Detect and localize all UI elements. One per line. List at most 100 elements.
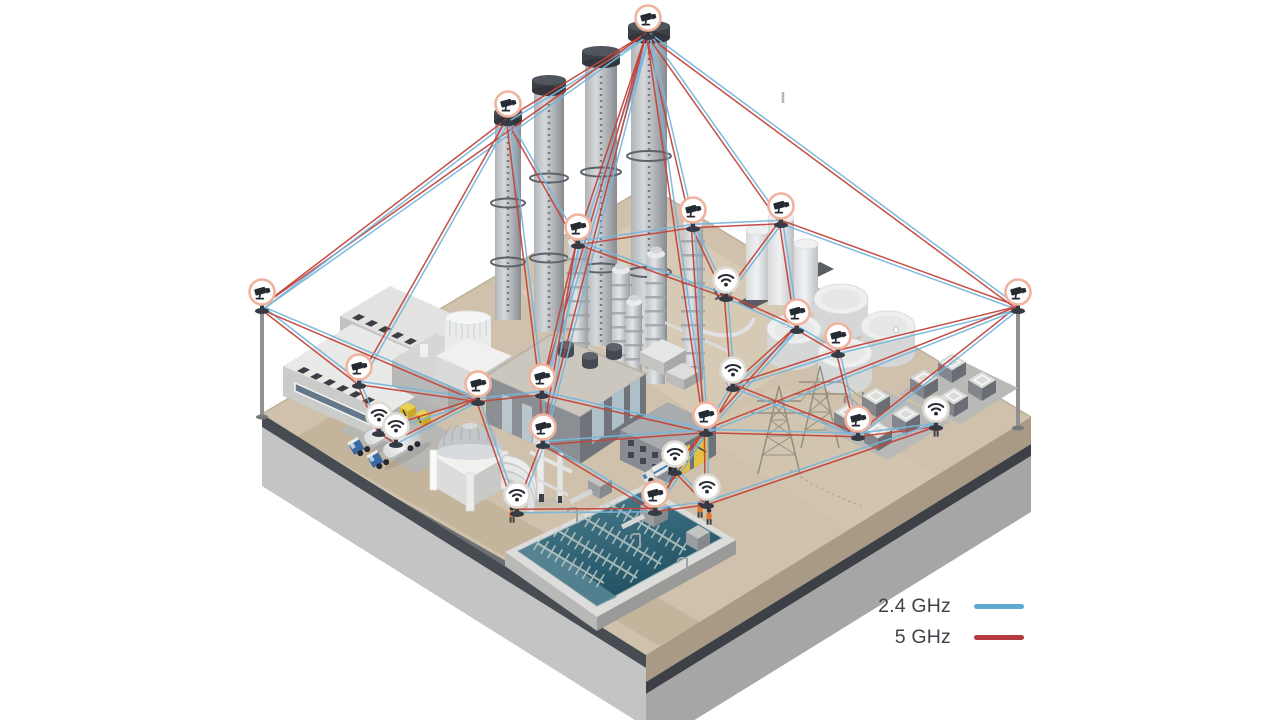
- link-5ghz: [577, 243, 726, 299]
- link-5ghz: [705, 431, 858, 438]
- link-24ghz: [517, 510, 656, 514]
- link-5ghz: [261, 308, 478, 403]
- link-24ghz: [733, 352, 839, 389]
- camera-node-chimney-4-top: [634, 4, 662, 40]
- legend-swatch-5ghz: [974, 634, 1024, 641]
- link-24ghz: [578, 240, 727, 296]
- mesh-links: [260, 31, 1020, 514]
- link-5ghz: [856, 306, 1018, 435]
- link-24ghz: [693, 225, 709, 431]
- link-24ghz: [648, 32, 784, 222]
- pylon: [751, 385, 807, 475]
- link-5ghz: [541, 443, 655, 513]
- link-24ghz: [733, 328, 799, 388]
- link-24ghz: [648, 32, 1020, 308]
- link-24ghz: [262, 120, 510, 310]
- camera-node-substation-roof: [692, 401, 720, 437]
- link-24ghz: [262, 305, 479, 400]
- legend-label-5ghz: 5 GHz: [894, 626, 951, 648]
- link-5ghz: [260, 118, 508, 308]
- storage-tank: [813, 283, 869, 340]
- smokestack-1: [490, 107, 526, 320]
- link-5ghz: [732, 349, 838, 386]
- wifi-node-utility-robot: [719, 356, 747, 392]
- link-24ghz: [577, 223, 693, 243]
- camera-node-right-mast: [1004, 278, 1032, 314]
- link-24ghz: [648, 33, 709, 431]
- legend-row-5ghz: 5 GHz: [895, 626, 1024, 649]
- wifi-node-crew-a: [693, 473, 721, 509]
- link-24ghz: [542, 34, 651, 394]
- storage-tank: [860, 310, 916, 367]
- link-5ghz: [781, 219, 1019, 308]
- link-24ghz: [543, 440, 657, 510]
- camera-node-process-tank: [767, 192, 795, 228]
- legend-swatch-24ghz: [974, 603, 1024, 610]
- link-24ghz: [654, 500, 707, 510]
- link-24ghz: [262, 306, 361, 383]
- link-24ghz: [706, 422, 936, 503]
- link-5ghz: [645, 34, 781, 224]
- camera-node-turbine-hall-roof: [528, 363, 556, 399]
- wifi-node-tanker-truck-b: [382, 412, 410, 448]
- link-5ghz: [693, 222, 782, 229]
- link-24ghz: [359, 380, 479, 400]
- link-5ghz: [795, 328, 838, 355]
- link-5ghz: [733, 383, 859, 435]
- camera-node-chimney-1-top: [494, 90, 522, 126]
- link-5ghz: [356, 118, 508, 383]
- camera-node-column-a: [564, 213, 592, 249]
- link-24ghz: [692, 219, 781, 226]
- link-5ghz: [575, 33, 648, 243]
- link-24ghz: [359, 120, 511, 385]
- link-5ghz: [690, 226, 706, 432]
- wifi-node-service-truck: [661, 440, 689, 476]
- link-5ghz: [506, 31, 648, 120]
- link-5ghz: [645, 34, 706, 432]
- aeration-grid: [533, 495, 690, 590]
- link-5ghz: [540, 242, 578, 443]
- link-24ghz: [508, 34, 650, 123]
- legend: 2.4 GHz 5 GHz: [878, 595, 1024, 649]
- legend-label-24ghz: 2.4 GHz: [878, 595, 951, 617]
- camera-node-basin-unit: [641, 480, 669, 516]
- link-5ghz: [260, 308, 359, 385]
- link-24ghz: [396, 400, 480, 445]
- water-basin: [505, 473, 736, 631]
- basin-equipment: [566, 473, 710, 572]
- link-24ghz: [508, 119, 545, 393]
- wifi-node-crew-b: [503, 481, 531, 517]
- camera-node-storage-tank-a: [783, 298, 811, 334]
- link-5ghz: [540, 33, 648, 443]
- camera-node-reactor-roof: [464, 370, 492, 406]
- rooftop-boxes: [640, 339, 700, 390]
- link-24ghz: [706, 308, 1019, 434]
- link-5ghz: [478, 393, 543, 403]
- legend-row-24ghz: 2.4 GHz: [878, 595, 1024, 618]
- worker: [706, 508, 712, 525]
- link-24ghz: [857, 422, 936, 435]
- camera-node-warehouse-roof: [345, 353, 373, 389]
- link-5ghz: [837, 305, 1018, 352]
- link-24ghz: [543, 243, 581, 444]
- link-5ghz: [655, 503, 708, 513]
- smokestack-2: [529, 75, 569, 332]
- wifi-node-forklift: [712, 266, 740, 302]
- link-24ghz: [732, 386, 858, 438]
- link-5ghz: [541, 393, 706, 434]
- link-24ghz: [477, 390, 542, 400]
- link-5ghz: [516, 507, 655, 511]
- link-5ghz: [705, 305, 1018, 431]
- link-24ghz: [542, 390, 707, 431]
- mesh-nodes: [248, 4, 1032, 517]
- link-24ghz: [724, 296, 797, 331]
- link-5ghz: [578, 226, 694, 246]
- link-5ghz: [543, 431, 707, 446]
- perimeter-masts: [256, 306, 1024, 431]
- link-24ghz: [262, 34, 650, 310]
- camera-node-gantry-crane: [529, 413, 557, 449]
- link-5ghz: [394, 397, 478, 442]
- camera-node-left-mast: [248, 278, 276, 314]
